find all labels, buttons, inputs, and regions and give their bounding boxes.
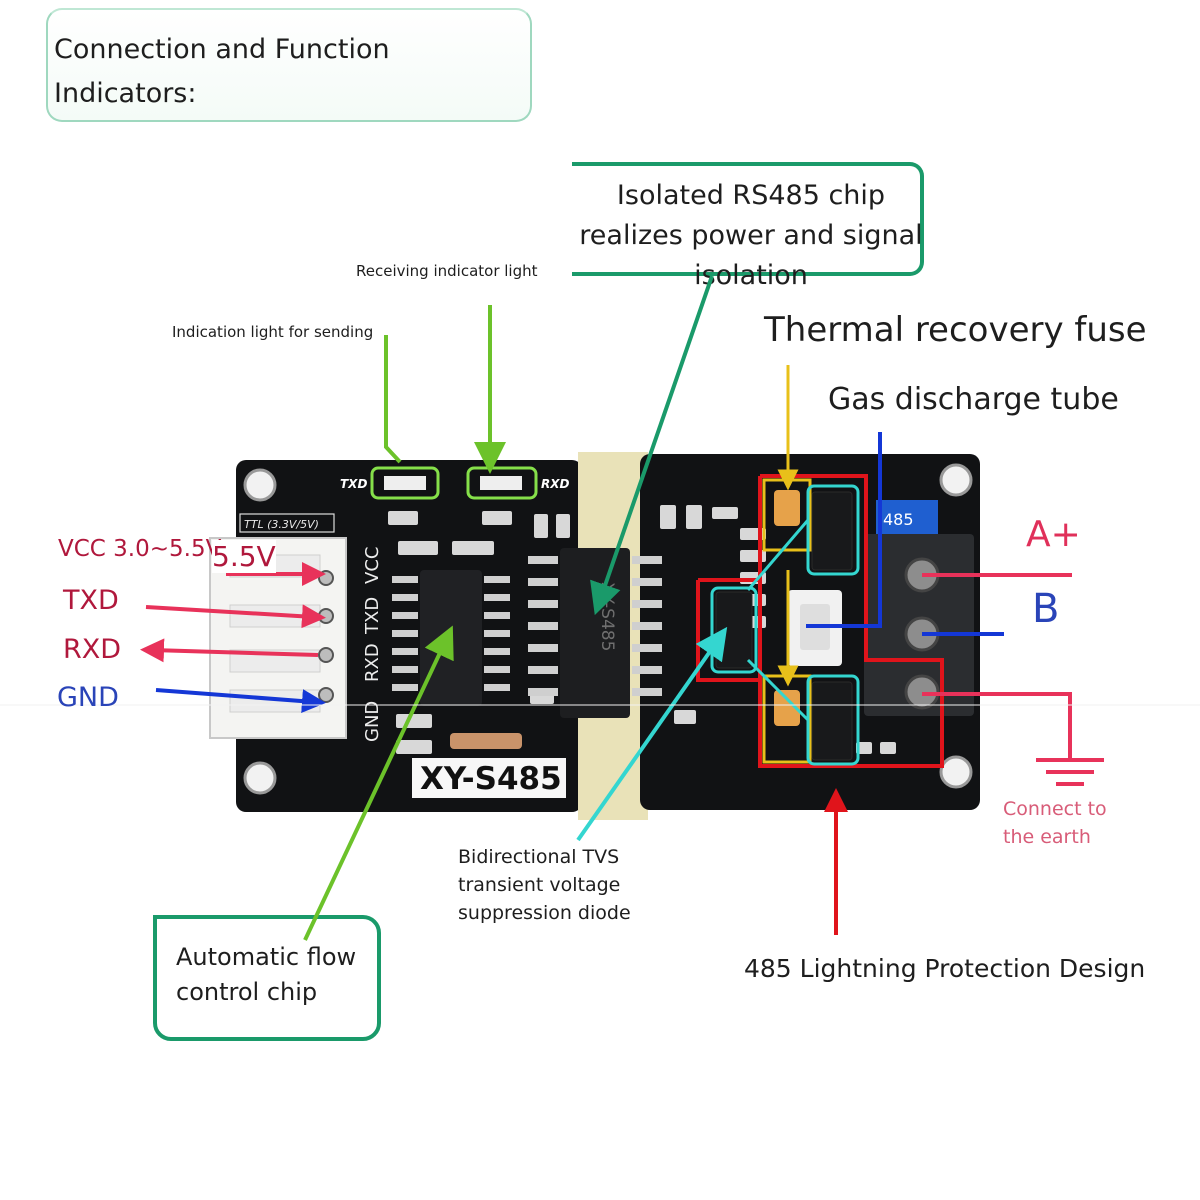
gas-tube-label: Gas discharge tube <box>828 382 1119 417</box>
txd-arrow <box>145 604 326 629</box>
flow-chip-arrow <box>303 625 454 941</box>
gas-tube-arrow <box>806 432 882 628</box>
flow-chip-callout-box <box>153 915 381 1041</box>
isolated-chip-callout-box <box>572 162 924 276</box>
rxd-label: RXD <box>63 634 122 665</box>
terminal-label: 485 <box>883 510 914 529</box>
mounting-hole <box>243 468 277 502</box>
voltage-overlay: 5.5V <box>212 540 276 573</box>
ttl-label-box <box>239 513 335 533</box>
model-label-box <box>412 758 566 798</box>
isolated-chip-label: Isolated RS485 chip realizes power and s… <box>579 180 923 291</box>
header-pin <box>318 687 334 703</box>
tvs-label-line1: Bidirectional TVS <box>458 846 620 868</box>
isolated-rs485-chip <box>560 548 630 718</box>
tvs-middle <box>715 591 753 669</box>
fuse-lower <box>774 690 800 726</box>
ttl-label: TTL (3.3V/5V) <box>244 518 319 531</box>
lightning-protection-outline <box>696 474 944 768</box>
a-plus-label: A+ <box>1026 514 1081 555</box>
silk-txd-led: TXD <box>340 477 367 491</box>
b-label: B <box>1032 586 1060 632</box>
isolated-chip-pins <box>528 556 662 696</box>
silk-txd: TXD <box>362 597 383 635</box>
blue-marker <box>876 500 938 534</box>
model-label: XY-S485 <box>420 761 562 797</box>
mounting-hole <box>939 463 973 497</box>
diode <box>450 733 522 749</box>
earth-label-line2: the earth <box>1003 826 1091 848</box>
lightning-label: 485 Lightning Protection Design <box>744 954 1146 983</box>
silk-rxd-led: RXD <box>541 477 569 491</box>
sending-light-label: Indication light for sending <box>172 323 374 341</box>
tvs-arrow <box>576 626 728 842</box>
thermal-fuse-label: Thermal recovery fuse <box>764 310 1147 350</box>
ground-icon <box>1036 758 1104 786</box>
vcc-label: VCC 3.0~5.5V <box>58 536 222 562</box>
mounting-hole <box>939 755 973 789</box>
tvs-upper <box>811 491 853 571</box>
tvs-link <box>746 519 810 591</box>
mounting-hole <box>243 761 277 795</box>
chip-marking: XY-S485 <box>597 582 617 651</box>
rxd-arrow <box>140 638 319 663</box>
gnd-arrow <box>155 688 326 714</box>
flow-chip-label: Automatic flow control chip <box>176 943 357 1006</box>
earth-label-line1: Connect to <box>1003 798 1107 820</box>
tvs-label-line3: suppression diode <box>458 902 631 924</box>
tvs-highlight-upper <box>806 484 860 576</box>
silk-vcc: VCC <box>362 547 383 584</box>
silk-gnd: GND <box>362 701 383 742</box>
pcb-board: TTL (3.3V/5V) GND RXD TXD VCC TXD RXD <box>209 452 980 820</box>
tvs-lower <box>811 681 853 761</box>
page-title: Connection and Function Indicators: <box>54 34 390 109</box>
sending-light-arrow <box>384 335 402 464</box>
fuse-upper <box>774 490 800 526</box>
header-pin <box>318 647 334 663</box>
title-box <box>46 8 532 122</box>
txd-label: TXD <box>63 585 119 616</box>
txd-led-highlight <box>370 466 440 500</box>
flow-control-chip <box>420 570 482 706</box>
header-pin <box>318 570 334 586</box>
flow-chip-pins <box>392 576 510 691</box>
gnd-label: GND <box>57 682 119 713</box>
silk-rxd: RXD <box>362 643 383 682</box>
receiving-light-label: Receiving indicator light <box>356 262 538 280</box>
tvs-label-line2: transient voltage <box>458 874 621 896</box>
header-pin <box>318 608 334 624</box>
tvs-link <box>746 658 810 722</box>
earth-line <box>922 692 1072 760</box>
isolated-chip-arrow <box>590 275 714 616</box>
rxd-led <box>480 476 522 490</box>
txd-led <box>384 476 426 490</box>
